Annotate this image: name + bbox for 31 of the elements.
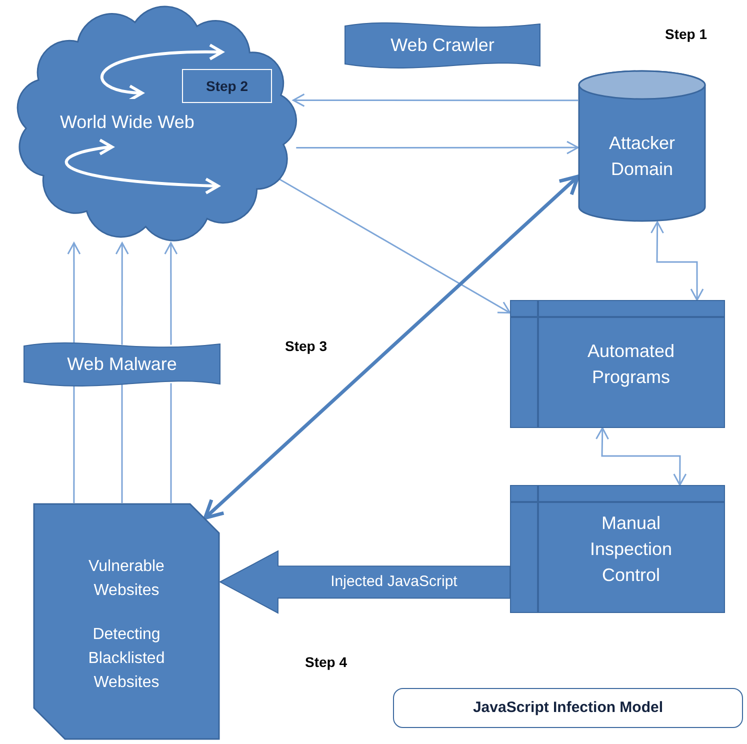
- node-label: Automated Programs: [586, 340, 676, 389]
- block-arrow: [218, 550, 511, 614]
- step-box: [182, 69, 272, 103]
- node-label: Vulnerable Websites: [88, 557, 166, 601]
- banner-shape: [24, 340, 220, 388]
- arrow: [278, 178, 511, 314]
- node-label: Detecting Blacklisted Websites: [87, 625, 166, 693]
- node-label: World Wide Web: [60, 111, 194, 134]
- arrow: [115, 242, 129, 345]
- step-label: Step 3: [285, 337, 328, 356]
- node-label: Web Malware: [67, 353, 177, 376]
- arrow: [67, 242, 81, 345]
- arrow: [596, 427, 687, 486]
- arrow: [650, 221, 704, 301]
- arrow: [296, 140, 579, 154]
- node-label: JavaScript Infection Model: [472, 698, 664, 718]
- arrow: [292, 93, 578, 107]
- node-label: Web Crawler: [390, 34, 494, 57]
- node-label: Manual Inspection Control: [588, 512, 674, 587]
- node-label: Attacker Domain: [608, 132, 676, 181]
- document-shape: [33, 503, 220, 740]
- process-box: [510, 300, 725, 428]
- process-box: [510, 485, 725, 613]
- arrow: [203, 174, 580, 520]
- node-label: Step 2: [206, 76, 248, 96]
- edge-label: Injected JavaScript: [330, 572, 458, 592]
- arrow: [164, 242, 178, 345]
- banner-shape: [345, 20, 540, 70]
- step-label: Step 4: [305, 653, 348, 672]
- title-box: [393, 688, 743, 728]
- step-label: Step 1: [665, 25, 708, 44]
